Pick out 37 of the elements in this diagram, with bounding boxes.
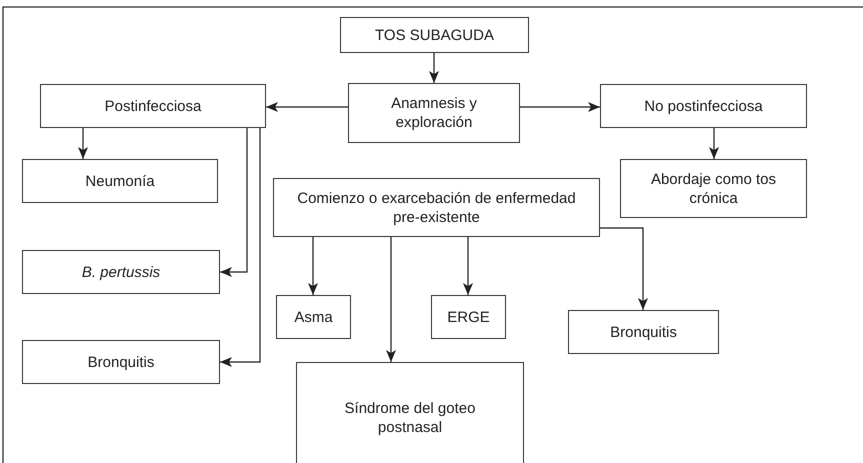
process-box — [22, 159, 218, 203]
arrow — [600, 227, 648, 310]
box-label: B. pertussis — [80, 262, 162, 282]
process-box — [431, 295, 506, 339]
process-box — [273, 178, 600, 237]
box-label: Abordaje como tos crónica — [650, 170, 778, 208]
process-box — [22, 250, 220, 294]
process-box — [340, 17, 529, 53]
process-box — [276, 295, 351, 339]
process-box — [296, 362, 524, 463]
process-box — [620, 159, 807, 218]
box-label: Bronquitis — [86, 352, 156, 372]
arrow — [266, 102, 348, 112]
process-box — [568, 310, 719, 354]
arrow — [78, 128, 88, 159]
arrow — [520, 102, 600, 112]
arrow — [463, 237, 473, 295]
process-box — [40, 84, 266, 128]
box-label: No postinfecciosa — [643, 96, 764, 116]
box-label: Neumonía — [84, 172, 156, 190]
process-box — [348, 83, 520, 143]
box-label: Bronquitis — [609, 322, 678, 342]
arrow — [709, 128, 719, 159]
box-label: Asma — [293, 308, 334, 326]
box-label: ERGE — [446, 308, 491, 326]
arrow — [220, 128, 248, 277]
box-label: Postinfecciosa — [104, 96, 202, 116]
arrow — [220, 128, 261, 367]
arrow — [308, 237, 318, 295]
arrow — [429, 53, 439, 83]
process-box — [600, 84, 807, 128]
box-label: Anamnesis y exploración — [390, 94, 478, 132]
box-label: Síndrome del goteo postnasal — [344, 398, 476, 436]
box-label: Comienzo o exarcebación de enfermedad pre-existente — [296, 188, 577, 226]
process-box — [22, 340, 220, 384]
box-label: TOS SUBAGUDA — [374, 26, 495, 44]
arrow — [386, 237, 396, 362]
